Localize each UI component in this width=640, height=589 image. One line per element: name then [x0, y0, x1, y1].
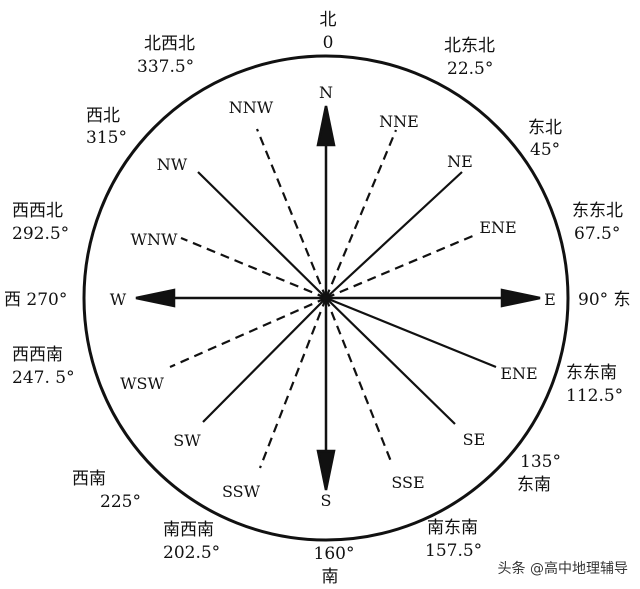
- line-ne: [325, 171, 463, 299]
- cardinal-arrows: [135, 105, 541, 491]
- outer-wnw-cn: 西西北: [12, 201, 63, 221]
- label-n: N: [319, 83, 333, 102]
- outer-sw-deg: 225°: [100, 492, 141, 512]
- outer-e: 90° 东: [578, 290, 631, 310]
- outer-ene-deg: 67.5°: [574, 224, 620, 244]
- outer-wsw-cn: 西西南: [12, 345, 63, 365]
- outer-w: 西 270°: [4, 290, 67, 310]
- outer-s-cn: 南: [322, 567, 339, 587]
- outer-nnw-deg: 337.5°: [137, 57, 194, 77]
- line-se: [325, 297, 456, 425]
- outer-wsw-deg: 247. 5°: [12, 368, 75, 388]
- outer-labels: 北 0 北东北 22.5° 东北 45° 东东北 67.5° 90° 东 东东南…: [4, 10, 631, 587]
- label-s: S: [321, 491, 332, 510]
- outer-sse-deg: 157.5°: [425, 541, 482, 561]
- outer-ne-deg: 45°: [530, 140, 560, 160]
- label-nnw: NNW: [229, 98, 274, 117]
- label-wsw: WSW: [120, 374, 164, 393]
- center-point: [322, 294, 330, 302]
- outer-sse-cn: 南东南: [427, 518, 478, 538]
- label-sw: SW: [173, 431, 201, 450]
- outer-nw-deg: 315°: [86, 128, 127, 148]
- outer-ene-cn: 东东北: [572, 201, 623, 221]
- label-nw: NW: [157, 155, 188, 174]
- label-w: W: [110, 290, 127, 309]
- outer-nne-cn: 北东北: [444, 36, 495, 56]
- line-ssw: [258, 297, 328, 469]
- outer-ssw-cn: 南西南: [163, 520, 214, 540]
- line-wnw: [180, 236, 327, 300]
- outer-ese-deg: 112.5°: [566, 386, 623, 406]
- outer-nnw-cn: 北西北: [144, 34, 195, 54]
- compass-circle: [82, 54, 570, 542]
- outer-ne-cn: 东北: [528, 118, 562, 138]
- label-se: SE: [463, 430, 486, 449]
- arrow-e-head: [500, 288, 541, 308]
- outer-ese-cn: 东东南: [566, 363, 617, 383]
- label-ssw: SSW: [222, 482, 261, 501]
- outer-ssw-deg: 202.5°: [163, 543, 220, 563]
- label-ene: ENE: [479, 218, 516, 237]
- solid-direction-lines: [197, 171, 497, 425]
- outer-nne-deg: 22.5°: [447, 59, 493, 79]
- line-ese: [325, 296, 497, 369]
- outer-n-deg: 0: [323, 33, 334, 53]
- outer-wnw-deg: 292.5°: [12, 224, 69, 244]
- outer-se-deg: 135°: [520, 452, 561, 472]
- arrow-n-head: [316, 105, 336, 147]
- outer-sw-cn: 西南: [72, 469, 106, 489]
- dashed-direction-lines: [169, 128, 476, 469]
- outer-se-cn: 东南: [517, 475, 551, 495]
- line-sse: [324, 297, 394, 465]
- line-sw: [202, 297, 327, 423]
- line-nnw: [255, 128, 328, 299]
- arrow-w-head: [135, 288, 176, 308]
- outer-n-cn: 北: [320, 10, 337, 30]
- label-ese: ENE: [500, 364, 537, 383]
- label-sse: SSE: [391, 473, 424, 492]
- label-wnw: WNW: [131, 230, 178, 249]
- watermark-text: 头条 @高中地理辅导: [498, 560, 628, 577]
- line-nne: [324, 129, 398, 299]
- label-ne: NE: [447, 152, 473, 171]
- label-e: E: [544, 290, 556, 309]
- label-nne: NNE: [379, 112, 419, 131]
- outer-nw-cn: 西北: [86, 106, 120, 126]
- outer-s-deg: 160°: [314, 544, 355, 564]
- arrow-s-head: [316, 449, 336, 491]
- line-nw: [197, 171, 327, 299]
- inner-labels: N NNE NE ENE E ENE SE SSE S SSW SW WSW W…: [110, 83, 556, 510]
- line-ene: [325, 233, 476, 300]
- line-wsw: [169, 296, 327, 369]
